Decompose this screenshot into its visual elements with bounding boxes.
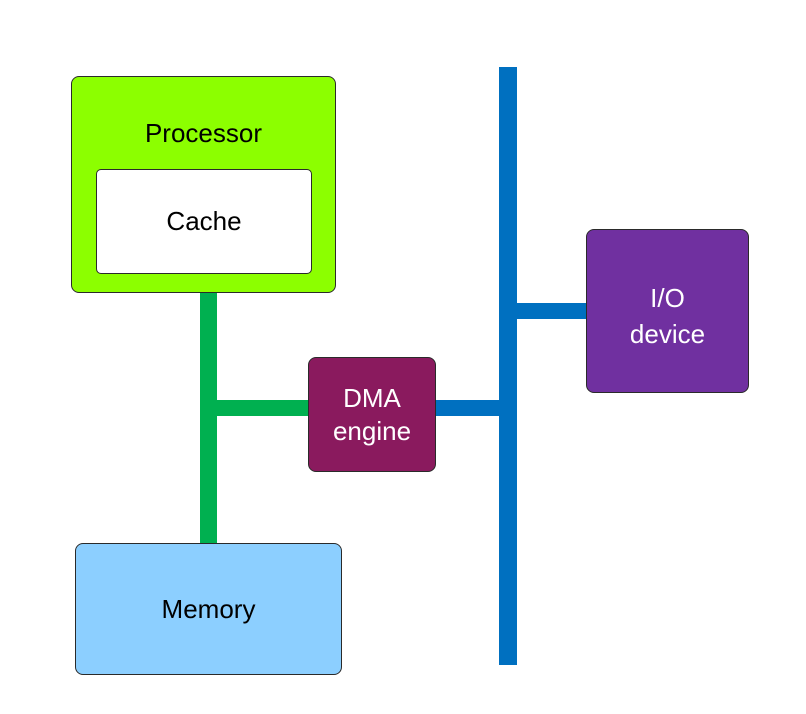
- cache-box: Cache: [96, 169, 312, 274]
- memory-label: Memory: [161, 594, 256, 624]
- dma-engine-label-line1: DMA: [343, 383, 401, 413]
- dma-engine-box: DMA engine: [308, 357, 436, 472]
- cache-label: Cache: [166, 206, 242, 236]
- dma-engine-label-line2: engine: [332, 416, 412, 446]
- io-bus-vertical: [499, 67, 517, 665]
- memory-bus-vertical: [200, 292, 217, 544]
- io-device-label-line1: I/O: [650, 283, 685, 313]
- io-bus-to-dma: [435, 400, 501, 416]
- io-device-box: I/O device: [586, 229, 749, 393]
- io-device-label: I/O device: [587, 280, 748, 352]
- io-device-label-line2: device: [629, 319, 706, 349]
- io-bus-to-device: [515, 303, 587, 319]
- dma-engine-label: DMA engine: [309, 382, 435, 448]
- memory-bus-to-dma: [208, 400, 309, 416]
- memory-box: Memory: [75, 543, 342, 675]
- processor-label: Processor: [144, 118, 263, 148]
